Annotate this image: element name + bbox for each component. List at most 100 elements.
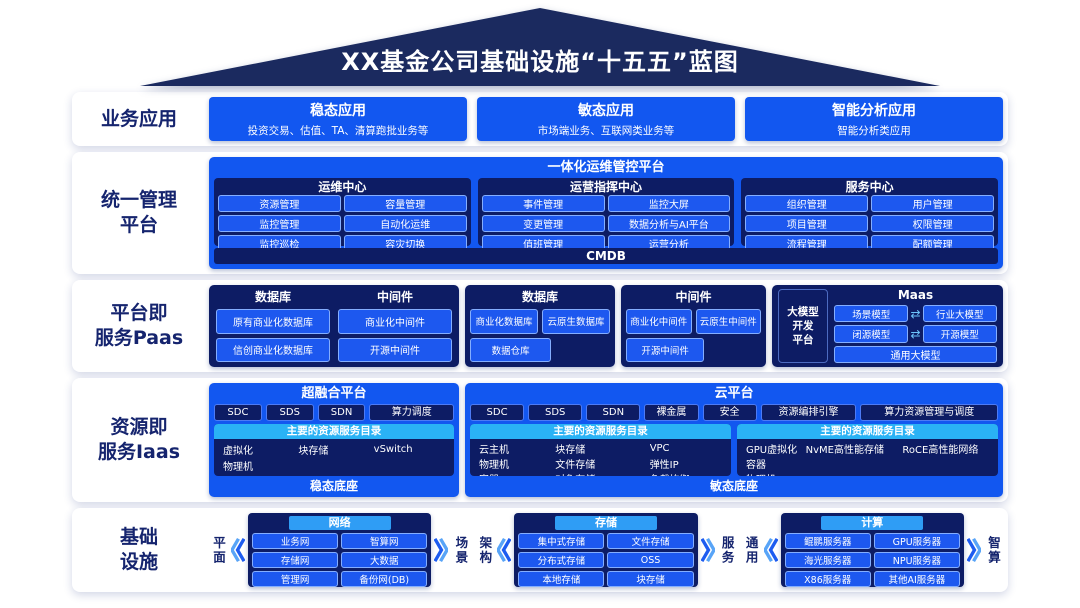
panel-cloud-middleware: 中间件 商业化中间件 云原生中间件 开源中间件: [621, 285, 766, 367]
center-item: 自动化运维: [343, 215, 467, 232]
roof-banner: XX基金公司基础设施“十五五”蓝图: [140, 8, 940, 86]
catalog-item: 容器: [746, 460, 766, 471]
row-label-management-platform: 统一管理 平台: [100, 189, 177, 236]
app-card-stable: 稳态应用 投资交易、估值、TA、清算跑批业务等: [209, 97, 467, 141]
infra-group-network: 平面 网络 业务网 智算网 存储网 大数据 管理网 备份网(DB): [209, 513, 470, 587]
cloud-catalog-left: 主要的资源服务目录 云主机 块存储 VPC 物理机 文件存储 弹性IP 容器 对…: [470, 424, 731, 476]
middleware-header: 中间件: [675, 290, 712, 304]
hci-catalog: 主要的资源服务目录 虚拟化 块存储 vSwitch 物理机: [214, 424, 454, 476]
catalog-grid: 云主机 块存储 VPC 物理机 文件存储 弹性IP 容器 对象存储 负载均衡: [470, 439, 731, 476]
hci-title: 超融合平台: [301, 386, 367, 401]
network-item: 备份网(DB): [341, 571, 428, 587]
chevron-left-icon: [497, 537, 512, 563]
maas-models: Maas 场景模型 ⇄ 行业大模型 闭源模型 ⇄ 开源模型 通用大模型: [834, 289, 997, 363]
integrated-ops-panel: 一体化运维管控平台 运维中心 资源管理 容量管理 监控管理 自动化运维 监控巡检…: [209, 157, 1003, 269]
catalog-item: NvME高性能存储: [805, 445, 885, 456]
center-title: 运维中心: [318, 180, 367, 194]
sd-item: 算力调度: [369, 404, 454, 421]
database-column: 数据库 原有商业化数据库 信创商业化数据库: [216, 290, 330, 362]
hci-sd-row: SDC SDS SDN 算力调度: [214, 404, 454, 421]
catalog-item: 负载均衡: [650, 471, 722, 476]
catalog-item: 物理机: [223, 462, 253, 474]
app-card-subtitle: 智能分析类应用: [837, 125, 911, 137]
app-card-title: 敏态应用: [578, 103, 634, 119]
rows-container: 业务应用 稳态应用 投资交易、估值、TA、清算跑批业务等 敏态应用 市场端业务、…: [72, 92, 1008, 592]
catalog-header: 主要的资源服务目录: [470, 424, 731, 439]
center-item: 监控大屏: [607, 195, 731, 212]
infrastructure-content: 平面 网络 业务网 智算网 存储网 大数据 管理网 备份网(DB): [209, 513, 1003, 587]
center-item: 项目管理: [745, 215, 869, 232]
center-item: 变更管理: [481, 215, 605, 232]
row-management-platform: 统一管理 平台 一体化运维管控平台 运维中心 资源管理 容量管理 监控管理 自动…: [72, 152, 1008, 274]
compute-panel: 计算 鲲鹏服务器 GPU服务器 海光服务器 NPU服务器 X86服务器 其他AI…: [780, 513, 964, 587]
catalog-item: 云主机: [479, 445, 509, 456]
mw-row: 商业化中间件 云原生中间件: [626, 309, 761, 334]
sd-item: SDN: [586, 404, 641, 421]
centers-container: 运维中心 资源管理 容量管理 监控管理 自动化运维 监控巡检 容灾切换: [214, 178, 999, 252]
chevron-right-icon: [700, 537, 715, 563]
business-apps-content: 稳态应用 投资交易、估值、TA、清算跑批业务等 敏态应用 市场端业务、互联网类业…: [209, 97, 1003, 141]
side-label-left: 通用: [743, 535, 759, 565]
app-card-title: 智能分析应用: [832, 103, 916, 119]
db-row: 商业化数据库 云原生数据库: [470, 309, 610, 334]
catalog-header: 主要的资源服务目录: [737, 424, 998, 439]
chevron-right-icon: [434, 537, 449, 563]
network-item: 存储网: [252, 552, 339, 568]
compute-item: 其他AI服务器: [873, 571, 960, 587]
center-operations: 运维中心 资源管理 容量管理 监控管理 自动化运维 监控巡检 容灾切换: [214, 178, 471, 252]
side-label-left: 平面: [211, 535, 226, 565]
chevron-left-icon: [231, 537, 245, 563]
network-header: 网络: [288, 516, 391, 530]
db-row: 数据仓库: [470, 337, 610, 362]
catalog-item: 块存储: [555, 445, 586, 456]
storage-item: 块存储: [607, 571, 694, 587]
catalog-item: 物理机: [479, 460, 509, 471]
db-item: 数据仓库: [470, 337, 552, 362]
catalog-item: VPC: [649, 443, 670, 454]
paas-content: 数据库 原有商业化数据库 信创商业化数据库 中间件 商业化中间件 开源中间件 数…: [209, 285, 1003, 367]
maas-dev-platform: 大模型 开发 平台: [778, 289, 828, 363]
compute-item: 鲲鹏服务器: [784, 533, 871, 549]
cmdb-bar: CMDB: [214, 248, 998, 264]
side-label-right: 服务: [719, 535, 735, 565]
maas-model-item: 行业大模型: [922, 305, 997, 323]
sd-item: SDN: [317, 404, 366, 421]
catalog-item: 容器: [479, 471, 551, 476]
mw-item: 商业化中间件: [338, 309, 452, 334]
catalog-item: GPU虚拟化: [746, 445, 798, 456]
row-label-infrastructure: 基础 设施: [119, 526, 158, 573]
catalog-item: 物理机: [746, 471, 802, 476]
sd-item: SDS: [528, 404, 583, 421]
infra-group-compute: 通用 计算 鲲鹏服务器 GPU服务器 海光服务器 NPU服务器 X86服务器 其…: [742, 513, 1003, 587]
network-item: 业务网: [252, 533, 339, 549]
catalog-header: 主要的资源服务目录: [214, 424, 454, 439]
compute-item: X86服务器: [784, 571, 871, 587]
mw-item: 云原生中间件: [695, 309, 761, 334]
network-item: 智算网: [341, 533, 428, 549]
iaas-content: 超融合平台 SDC SDS SDN 算力调度 主要的资源服务目录 虚拟化 块存储…: [209, 383, 1003, 497]
center-item: 数据分析与AI平台: [607, 215, 731, 232]
catalog-grid: GPU虚拟化 NvME高性能存储 RoCE高性能网络 容器 物理机: [737, 439, 998, 476]
side-label-left: 架构: [477, 535, 493, 565]
maas-header: Maas: [897, 288, 934, 302]
center-item: 监控管理: [218, 215, 341, 232]
db-item: 云原生数据库: [542, 309, 610, 334]
center-grid: 资源管理 容量管理 监控管理 自动化运维 监控巡检 容灾切换: [218, 195, 467, 252]
center-item: 组织管理: [745, 195, 869, 212]
roof-shape: XX基金公司基础设施“十五五”蓝图: [140, 8, 940, 86]
center-title: 服务中心: [845, 180, 894, 194]
center-service: 服务中心 组织管理 用户管理 项目管理 权限管理 流程管理 配额管理: [741, 178, 999, 252]
app-card-subtitle: 市场端业务、互联网类业务等: [537, 125, 675, 137]
app-card-intelligent-analysis: 智能分析应用 智能分析类应用: [745, 97, 1003, 141]
center-grid: 事件管理 监控大屏 变更管理 数据分析与AI平台 值班管理 运营分析: [481, 195, 731, 252]
maas-general-model: 通用大模型: [834, 345, 997, 363]
management-platform-content: 一体化运维管控平台 运维中心 资源管理 容量管理 监控管理 自动化运维 监控巡检…: [209, 157, 1003, 269]
maas-model-item: 闭源模型: [834, 325, 909, 343]
infra-group-storage: 架构 存储 集中式存储 文件存储 分布式存储 OSS 本地存储 块存储: [475, 513, 736, 587]
storage-grid: 集中式存储 文件存储 分布式存储 OSS 本地存储 块存储: [518, 533, 694, 587]
center-grid: 组织管理 用户管理 项目管理 权限管理 流程管理 配额管理: [745, 195, 995, 252]
exchange-arrow-icon: ⇄: [910, 306, 921, 321]
row-paas: 平台即 服务Paas 数据库 原有商业化数据库 信创商业化数据库 中间件 商业化…: [72, 280, 1008, 372]
network-item: 管理网: [252, 571, 339, 587]
cloud-sd-row: SDC SDS SDN 裸金属 安全 资源编排引擎 算力资源管理与调度: [470, 404, 998, 421]
